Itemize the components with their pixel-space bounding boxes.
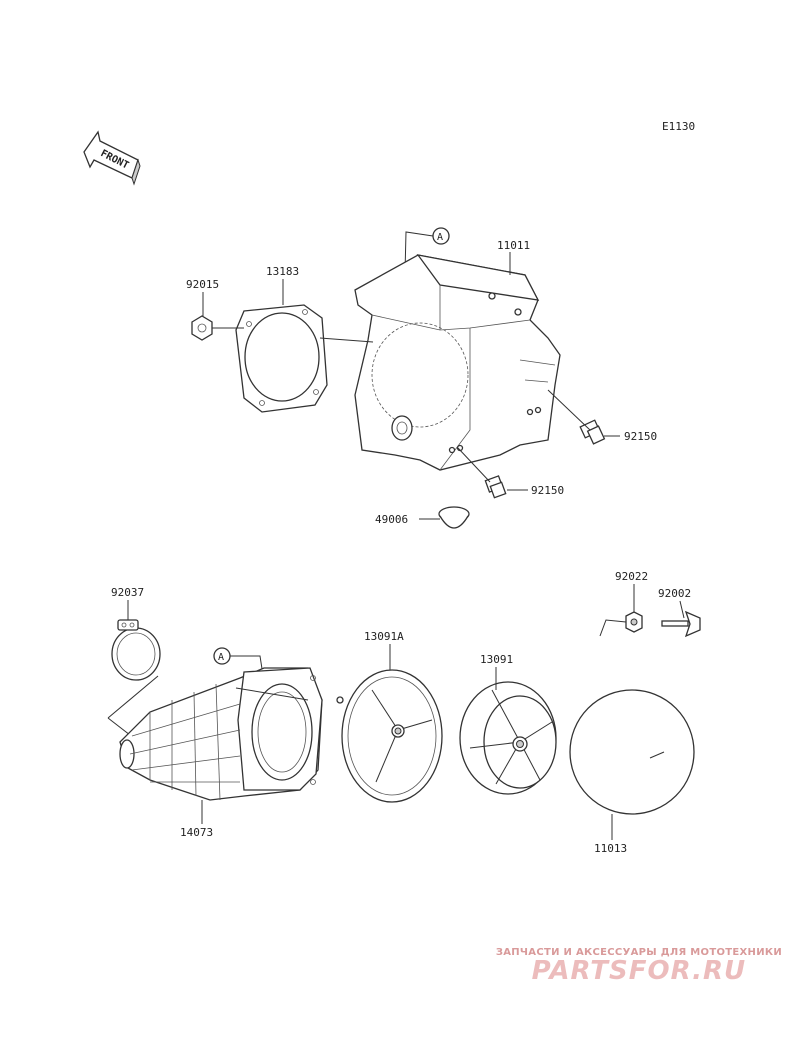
watermark-subtitle: ЗАПЧАСТИ И АКСЕССУАРЫ ДЛЯ МОТОТЕХНИКИ — [495, 947, 782, 958]
bolt-92150-right — [579, 419, 606, 445]
watermark-brand: PARTSFOR.RU — [531, 956, 747, 986]
filter-cage — [459, 681, 557, 795]
label-49006: 49006 — [375, 513, 408, 526]
gasket — [235, 304, 328, 413]
label-14073: 14073 — [180, 826, 213, 839]
label-92002: 92002 — [658, 587, 691, 600]
label-92022: 92022 — [615, 570, 648, 583]
clamp-92037 — [111, 619, 161, 681]
air-box-housing — [354, 254, 561, 471]
label-11013: 11013 — [594, 842, 627, 855]
filter-plate — [336, 669, 443, 803]
svg-text:A: A — [437, 232, 443, 243]
label-92015: 92015 — [186, 278, 219, 291]
label-92150-right: 92150 — [624, 430, 657, 443]
cap-49006 — [438, 506, 470, 529]
nut-92022 — [625, 611, 643, 633]
label-92150-lower: 92150 — [531, 484, 564, 497]
svg-text:A: A — [218, 652, 224, 663]
label-13091: 13091 — [480, 653, 513, 666]
label-92037: 92037 — [111, 586, 144, 599]
wing-bolt-92002 — [661, 610, 701, 638]
front-arrow-icon: FRONT — [83, 130, 141, 186]
intake-duct — [119, 667, 323, 801]
label-11011: 11011 — [497, 239, 530, 252]
label-13183: 13183 — [266, 265, 299, 278]
label-13091A: 13091A — [364, 630, 404, 643]
diagram-code: E1130 — [662, 120, 695, 133]
bolt-92150-lower — [484, 475, 507, 499]
nut-92015 — [191, 315, 213, 341]
watermark: ЗАПЧАСТИ И АКСЕССУАРЫ ДЛЯ МОТОТЕХНИКИ PA… — [496, 947, 782, 986]
filter-element — [569, 689, 695, 815]
